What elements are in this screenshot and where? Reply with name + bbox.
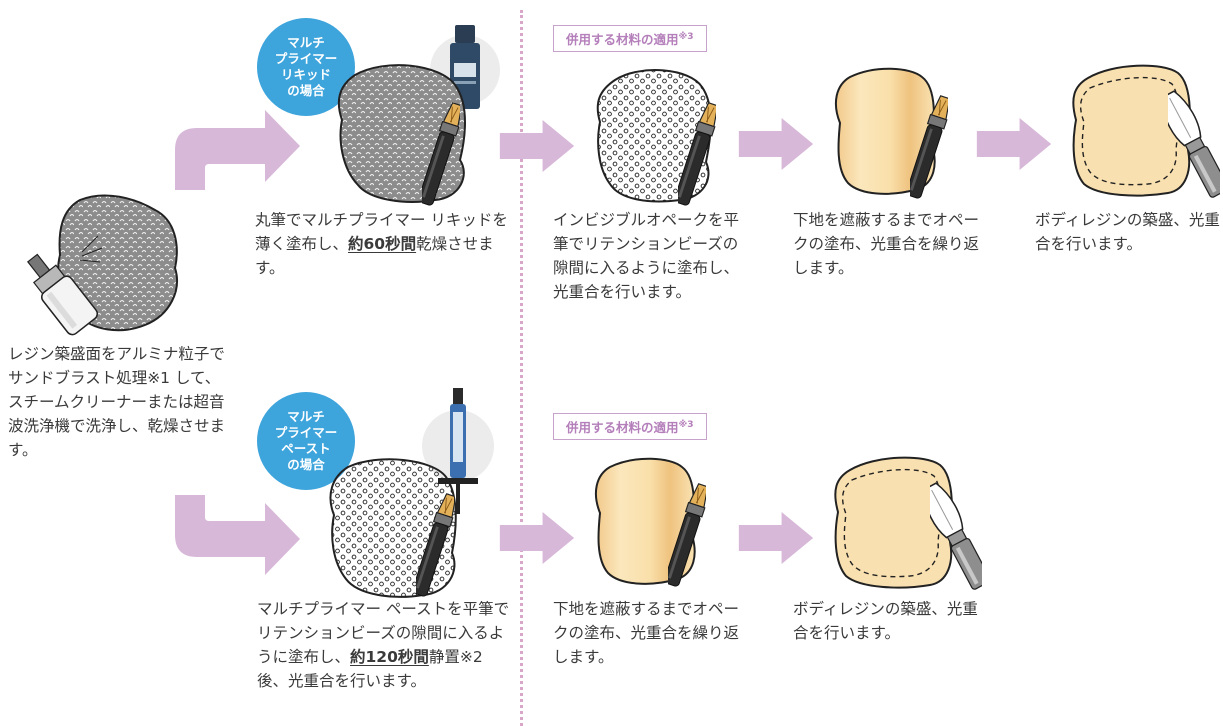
bottom-material-tag: 併用する材料の適用※3 — [553, 413, 707, 441]
top-step1-illustration — [337, 64, 466, 207]
start-description: レジン築盛面をアルミナ粒子でサンドブラスト処理※1 して、スチームクリーナーまた… — [8, 345, 226, 459]
bottom-step1-illustration — [329, 458, 457, 598]
arrow-right-1 — [499, 120, 575, 172]
top-step4-text: ボディレジンの築盛、光重合を行います。 — [1035, 211, 1220, 253]
sandblast-illustration — [26, 194, 178, 336]
paste-syringe-icon — [438, 388, 478, 514]
top-step4-illustration — [1072, 64, 1220, 200]
section-divider — [520, 10, 523, 726]
arrow-right-2 — [738, 118, 814, 170]
bottom-step3-text: ボディレジンの築盛、光重合を行います。 — [793, 600, 978, 642]
bottom-step2-illustration — [594, 457, 706, 588]
arrow-right-4 — [499, 512, 575, 564]
top-step3-text: 下地を遮蔽するまでオペークの塗布、光重合を繰り返します。 — [793, 211, 980, 277]
paste-case-badge: マルチ プライマー ペースト の場合 — [257, 392, 355, 490]
bottom-step3-illustration — [834, 456, 982, 592]
top-step1-text: 丸筆でマルチプライマー リキッドを薄く塗布し、約60秒間乾燥させます。 — [255, 211, 508, 277]
branch-arrow-top — [175, 110, 300, 190]
top-step2-illustration — [596, 69, 716, 207]
bottom-step2-text: 下地を遮蔽するまでオペークの塗布、光重合を繰り返します。 — [553, 600, 740, 666]
arrow-right-3 — [976, 118, 1052, 170]
bottom-step1-text: マルチプライマー ペーストを平筆でリテンションビーズの隙間に入るように塗布し、約… — [257, 600, 510, 690]
top-step2-text: インビジブルオペークを平筆でリテンションビーズの隙間に入るように塗布し、光重合を… — [553, 211, 740, 301]
top-step3-illustration — [834, 67, 948, 200]
arrow-right-5 — [738, 512, 814, 564]
top-material-tag: 併用する材料の適用※3 — [553, 25, 707, 53]
branch-arrow-bottom — [175, 495, 300, 575]
sandblaster-icon — [26, 235, 103, 336]
